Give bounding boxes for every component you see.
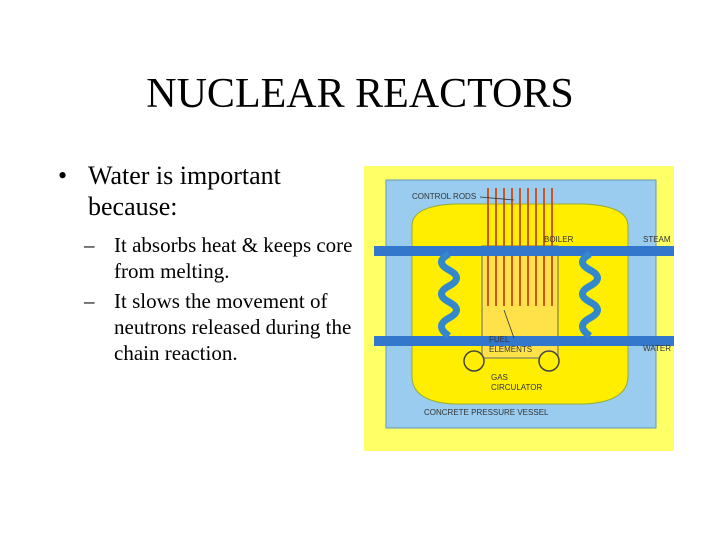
sub-bullet-marker: – [84, 233, 95, 257]
reactor-diagram-svg: CONTROL RODS BOILER STEAM FUEL ELEMENTS … [364, 166, 674, 451]
body-text: • Water is important because: – It absor… [58, 160, 358, 370]
sub-bullet-list: – It absorbs heat & keeps core from melt… [58, 232, 358, 366]
water-pipe [374, 336, 674, 346]
label-pressure-vessel: CONCRETE PRESSURE VESSEL [424, 408, 549, 417]
pointer-fuel-elements [503, 309, 515, 339]
label-water: WATER [643, 344, 671, 353]
label-circulator: CIRCULATOR [491, 383, 542, 392]
sub-bullet-text: It slows the movement of neutrons releas… [114, 289, 352, 365]
steam-pipe [374, 246, 674, 256]
pointer-control-rods [479, 196, 515, 201]
gas-circulator-left [463, 350, 485, 372]
label-fuel: FUEL [489, 335, 510, 344]
bullet-text: Water is important because: [88, 161, 281, 221]
label-gas: GAS [491, 373, 508, 382]
left-boiler-coil [438, 250, 460, 339]
gas-circulator-right [538, 350, 560, 372]
sub-bullet-item: – It slows the movement of neutrons rele… [84, 288, 374, 366]
slide-title: NUCLEAR REACTORS [146, 71, 574, 117]
label-steam: STEAM [643, 235, 671, 244]
bullet-item: • Water is important because: [58, 160, 358, 222]
reactor-diagram: CONTROL RODS BOILER STEAM FUEL ELEMENTS … [364, 166, 674, 451]
label-control-rods: CONTROL RODS [412, 192, 476, 201]
sub-bullet-text: It absorbs heat & keeps core from meltin… [114, 233, 353, 283]
bullet-marker: • [58, 161, 68, 190]
sub-bullet-marker: – [84, 289, 95, 313]
label-elements: ELEMENTS [489, 345, 532, 354]
label-boiler: BOILER [544, 235, 574, 244]
sub-bullet-item: – It absorbs heat & keeps core from melt… [84, 232, 374, 284]
right-boiler-coil [579, 250, 601, 339]
